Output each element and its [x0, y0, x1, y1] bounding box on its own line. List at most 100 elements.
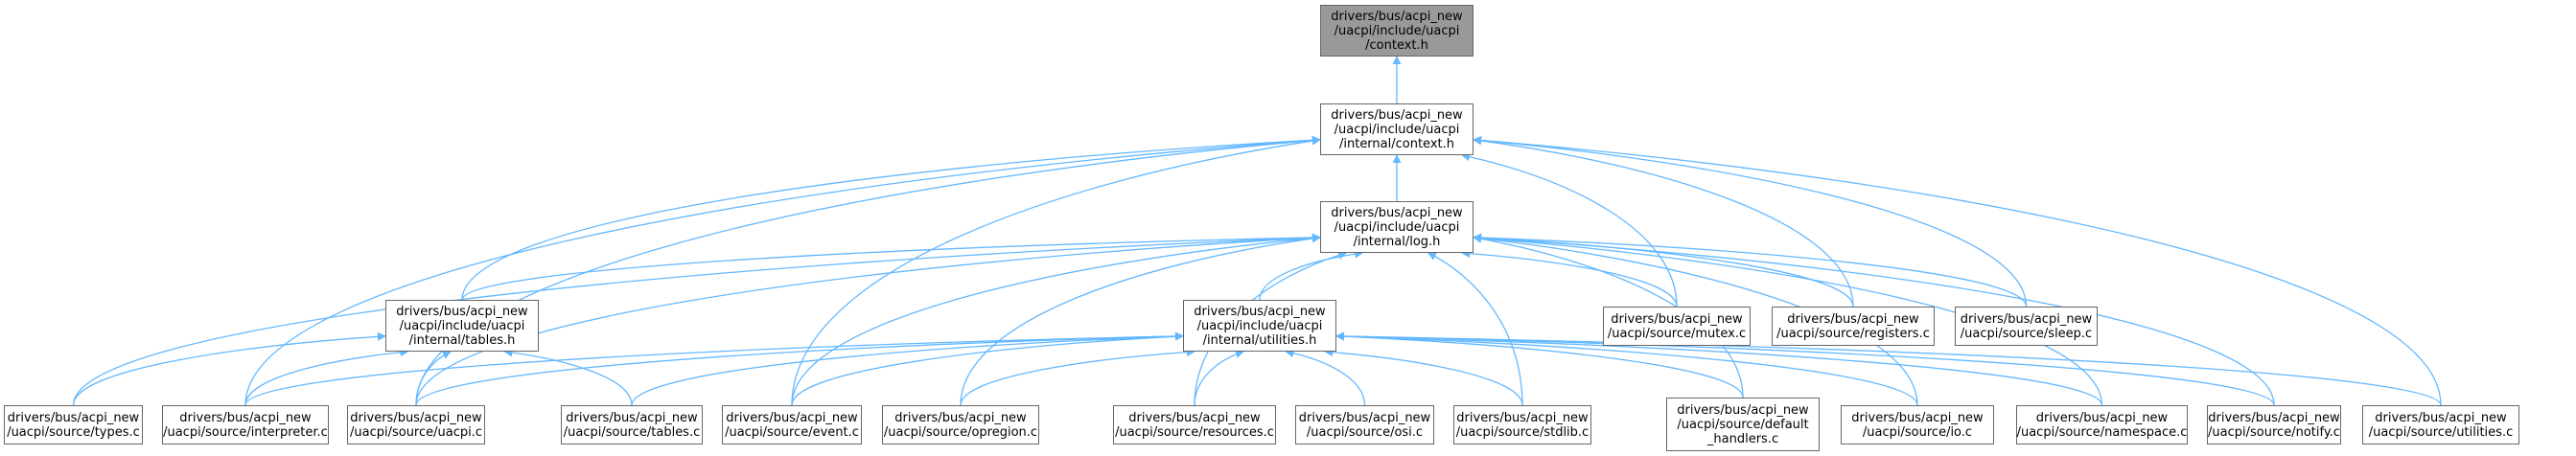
node-label-line: drivers/bus/acpi_new: [2375, 410, 2507, 425]
node-label-line: /uacpi/source/resources.c: [1115, 424, 1274, 440]
node-label-line: drivers/bus/acpi_new: [894, 410, 1027, 425]
node-label-line: drivers/bus/acpi_new: [726, 410, 858, 425]
edge-internal_tables_h-to-internal_context_h: [461, 135, 1321, 301]
node-label-line: /uacpi/source/namespace.c: [2016, 424, 2188, 440]
edge-stdlib_c-to-internal_utilities_h: [1324, 348, 1523, 406]
node-event-c[interactable]: drivers/bus/acpi_new /uacpi/source/event…: [722, 405, 862, 445]
edge-tables_c-to-internal_utilities_h: [631, 331, 1184, 406]
edge-uacpi_c-to-internal_tables_h: [415, 351, 452, 406]
node-context-h: drivers/bus/acpi_new /uacpi/include/uacp…: [1320, 5, 1474, 57]
edge-registers_c-to-internal_log_h: [1473, 233, 1854, 308]
edge-notify_c-to-internal_utilities_h: [1335, 331, 2275, 406]
node-label-line: drivers/bus/acpi_new: [1787, 311, 1919, 327]
node-label-line: drivers/bus/acpi_new: [566, 410, 698, 425]
node-label-line: /uacpi/include/uacpi: [1334, 219, 1460, 235]
edge-sleep_c-to-internal_context_h: [1473, 136, 2028, 308]
edge-opregion_c-to-internal_log_h: [960, 234, 1321, 406]
edge-internal_tables_h-to-internal_log_h: [461, 233, 1321, 301]
node-label-line: /uacpi/source/utilities.c: [2368, 424, 2514, 440]
edge-default_handlers_c-to-internal_log_h: [1473, 234, 1744, 399]
edge-types_c-to-internal_tables_h: [72, 331, 386, 406]
node-label-line: drivers/bus/acpi_new: [1851, 410, 1984, 425]
edge-interpreter_c-to-internal_context_h: [244, 135, 1321, 406]
node-label-line: /internal/utilities.h: [1202, 332, 1317, 348]
node-label-line: drivers/bus/acpi_new: [1298, 410, 1431, 425]
node-internal-utilities-h[interactable]: drivers/bus/acpi_new /uacpi/include/uacp…: [1183, 300, 1336, 352]
edge-default_handlers_c-to-internal_utilities_h: [1335, 331, 1744, 399]
node-types-c[interactable]: drivers/bus/acpi_new /uacpi/source/types…: [4, 405, 143, 445]
edge-uacpi_c-to-internal_utilities_h: [415, 331, 1184, 406]
edge-sleep_c-to-internal_log_h: [1473, 233, 2028, 308]
node-label-line: drivers/bus/acpi_new: [1128, 410, 1261, 425]
node-label-line: /uacpi/source/io.c: [1862, 424, 1973, 440]
node-label-line: drivers/bus/acpi_new: [350, 410, 482, 425]
node-label-line: /uacpi/source/interpreter.c: [163, 424, 328, 440]
edge-event_c-to-internal_context_h: [791, 136, 1321, 406]
node-internal-context-h[interactable]: drivers/bus/acpi_new /uacpi/include/uacp…: [1320, 103, 1474, 155]
node-label-line: drivers/bus/acpi_new: [1677, 402, 1809, 418]
edge-internal_utilities_h-to-internal_log_h: [1259, 249, 1364, 301]
node-label-line: drivers/bus/acpi_new: [2208, 410, 2340, 425]
node-label-line: /internal/context.h: [1338, 136, 1454, 151]
node-internal-log-h[interactable]: drivers/bus/acpi_new /uacpi/include/uacp…: [1320, 201, 1474, 253]
edge-mutex_c-to-internal_log_h: [1461, 249, 1678, 308]
edge-stdlib_c-to-internal_log_h: [1427, 252, 1523, 406]
edge-osi_c-to-internal_utilities_h: [1285, 349, 1366, 406]
node-notify-c[interactable]: drivers/bus/acpi_new /uacpi/source/notif…: [2207, 405, 2341, 445]
node-namespace-c[interactable]: drivers/bus/acpi_new /uacpi/source/names…: [2016, 405, 2188, 445]
node-label-line: /uacpi/source/registers.c: [1776, 326, 1930, 341]
node-io-c[interactable]: drivers/bus/acpi_new /uacpi/source/io.c: [1841, 405, 1994, 445]
edge-types_c-to-internal_log_h: [72, 233, 1321, 406]
node-label-line: /uacpi/source/uacpi.c: [349, 424, 483, 440]
node-interpreter-c[interactable]: drivers/bus/acpi_new /uacpi/source/inter…: [162, 405, 329, 445]
edge-io_c-to-internal_log_h: [1473, 234, 1918, 406]
node-resources-c[interactable]: drivers/bus/acpi_new /uacpi/source/resou…: [1113, 405, 1276, 445]
node-tables-c[interactable]: drivers/bus/acpi_new /uacpi/source/table…: [561, 405, 703, 445]
edge-namespace_c-to-internal_log_h: [1473, 233, 2103, 406]
node-default-handlers-c[interactable]: drivers/bus/acpi_new /uacpi/source/defau…: [1666, 398, 1820, 451]
edge-io_c-to-internal_utilities_h: [1335, 331, 1918, 406]
node-label-line: drivers/bus/acpi_new: [1611, 311, 1743, 327]
edge-mutex_c-to-internal_context_h: [1461, 152, 1678, 308]
node-label-line: /uacpi/source/default: [1677, 417, 1809, 432]
node-label-line: /uacpi/include/uacpi: [399, 318, 525, 333]
node-osi-c[interactable]: drivers/bus/acpi_new /uacpi/source/osi.c: [1295, 405, 1434, 445]
node-label-line: drivers/bus/acpi_new: [1194, 304, 1326, 319]
node-label-line: drivers/bus/acpi_new: [179, 410, 312, 425]
node-label-line: /uacpi/source/stdlib.c: [1455, 424, 1590, 440]
node-registers-c[interactable]: drivers/bus/acpi_new /uacpi/source/regis…: [1772, 307, 1935, 346]
node-label-line: drivers/bus/acpi_new: [1331, 107, 1463, 123]
edge-opregion_c-to-internal_utilities_h: [960, 348, 1195, 406]
node-internal-tables-h[interactable]: drivers/bus/acpi_new /uacpi/include/uacp…: [385, 300, 539, 352]
edge-namespace_c-to-internal_utilities_h: [1335, 331, 2103, 406]
edge-event_c-to-internal_utilities_h: [791, 331, 1184, 406]
node-uacpi-c[interactable]: drivers/bus/acpi_new /uacpi/source/uacpi…: [347, 405, 485, 445]
node-label-line: /uacpi/include/uacpi: [1334, 122, 1460, 137]
node-label-line: drivers/bus/acpi_new: [1331, 205, 1463, 220]
node-label-line: drivers/bus/acpi_new: [1331, 9, 1463, 24]
node-stdlib-c[interactable]: drivers/bus/acpi_new /uacpi/source/stdli…: [1453, 405, 1591, 445]
node-mutex-c[interactable]: drivers/bus/acpi_new /uacpi/source/mutex…: [1603, 307, 1751, 346]
node-label-line: drivers/bus/acpi_new: [2035, 410, 2169, 425]
edge-uacpi_c-to-internal_log_h: [415, 233, 1321, 406]
node-label-line: /uacpi/source/mutex.c: [1607, 326, 1747, 341]
node-label-line: /uacpi/source/osi.c: [1306, 424, 1424, 440]
node-label-line: /uacpi/source/tables.c: [563, 424, 701, 440]
node-label-line: /uacpi/source/opregion.c: [883, 424, 1038, 440]
node-label-line: drivers/bus/acpi_new: [396, 304, 528, 319]
node-label-line: /context.h: [1365, 37, 1428, 53]
node-utilities-c[interactable]: drivers/bus/acpi_new /uacpi/source/utili…: [2362, 405, 2519, 445]
node-label-line: /uacpi/include/uacpi: [1334, 23, 1460, 38]
edge-event_c-to-internal_log_h: [791, 234, 1321, 406]
edge-resources_c-to-internal_utilities_h: [1194, 350, 1244, 406]
edge-tables_c-to-internal_tables_h: [503, 348, 633, 406]
node-label-line: drivers/bus/acpi_new: [1960, 311, 2093, 327]
node-label-line: drivers/bus/acpi_new: [1456, 410, 1589, 425]
node-label-line: /uacpi/source/types.c: [7, 424, 140, 440]
node-sleep-c[interactable]: drivers/bus/acpi_new /uacpi/source/sleep…: [1955, 307, 2098, 346]
node-label-line: /uacpi/include/uacpi: [1196, 318, 1323, 333]
edge-interpreter_c-to-internal_tables_h: [244, 348, 409, 406]
node-opregion-c[interactable]: drivers/bus/acpi_new /uacpi/source/opreg…: [882, 405, 1039, 445]
node-label-line: /uacpi/source/event.c: [725, 424, 859, 440]
